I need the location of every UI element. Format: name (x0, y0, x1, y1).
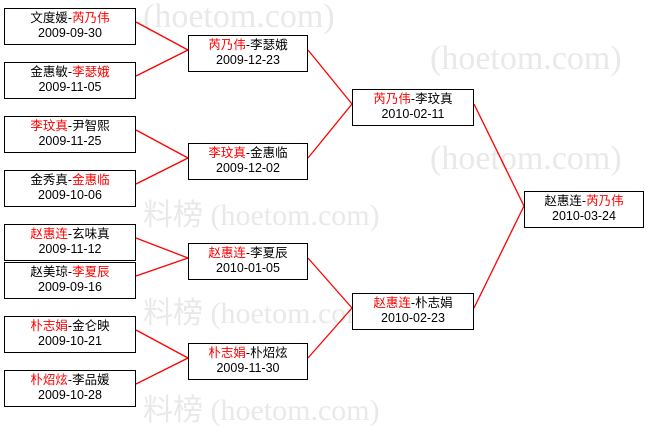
player-name: 金惠临 (250, 146, 288, 160)
player-name: 李瑟娥 (72, 65, 110, 79)
match-date: 2009-11-25 (38, 134, 102, 148)
player-name: 朴炤炫 (30, 373, 68, 387)
vs-separator: - (245, 146, 251, 160)
vs-separator: - (410, 92, 416, 106)
match-date: 2009-09-16 (38, 280, 102, 294)
player-name: 金惠敏 (30, 65, 68, 79)
vs-separator: - (67, 227, 73, 241)
match-date: 2009-09-30 (38, 26, 102, 40)
bracket-edge (135, 357, 189, 385)
bracket-edge (135, 21, 189, 51)
player-name: 李玟真 (415, 92, 453, 106)
player-name: 李玟真 (30, 119, 68, 133)
vs-separator: - (245, 346, 251, 360)
player-name: 李玟真 (208, 146, 246, 160)
match-date: 2009-12-02 (216, 161, 280, 175)
match-date: 2009-11-05 (38, 80, 102, 94)
bracket-edge (135, 257, 189, 277)
match-date: 2010-02-11 (381, 107, 445, 121)
vs-separator: - (410, 296, 416, 310)
match-date: 2009-10-06 (38, 188, 102, 202)
player-name: 朴志娟 (208, 346, 246, 360)
player-name: 朴炤炫 (250, 346, 288, 360)
bracket-edge (135, 237, 189, 259)
bracket-edge (307, 103, 353, 159)
vs-separator: - (67, 373, 73, 387)
vs-separator: - (67, 65, 73, 79)
player-name: 金仑映 (72, 319, 110, 333)
match-date: 2010-03-24 (552, 209, 616, 223)
player-name: 李品媛 (72, 373, 110, 387)
vs-separator: - (581, 194, 587, 208)
player-name: 金秀真 (30, 173, 68, 187)
player-name: 朴志娟 (415, 296, 453, 310)
match-date: 2010-01-05 (216, 261, 280, 275)
bracket-edge (135, 157, 189, 185)
bracket-edge (135, 49, 189, 77)
player-name: 朴志娟 (30, 319, 68, 333)
bracket-edge (473, 103, 525, 207)
match-date: 2010-02-23 (381, 311, 445, 325)
player-name: 赵惠连 (544, 194, 582, 208)
vs-separator: - (67, 319, 73, 333)
player-name: 李瑟娥 (250, 38, 288, 52)
player-name: 赵惠连 (208, 246, 246, 260)
vs-separator: - (67, 265, 73, 279)
vs-separator: - (67, 119, 73, 133)
player-name: 芮乃伟 (586, 194, 624, 208)
vs-separator: - (67, 11, 73, 25)
bracket-edge (135, 329, 189, 359)
player-name: 金惠临 (72, 173, 110, 187)
match-date: 2009-11-30 (216, 361, 280, 375)
player-name: 芮乃伟 (373, 92, 411, 106)
player-name: 赵惠连 (373, 296, 411, 310)
vs-separator: - (245, 38, 251, 52)
bracket-edge (307, 257, 353, 309)
bracket-edge (307, 49, 353, 105)
match-date: 2009-10-21 (38, 334, 102, 348)
player-name: 李夏辰 (250, 246, 288, 260)
player-name: 芮乃伟 (72, 11, 110, 25)
match-date: 2009-11-12 (38, 242, 102, 256)
bracket-edge (135, 129, 189, 159)
player-name: 芮乃伟 (208, 38, 246, 52)
player-name: 李夏辰 (72, 265, 110, 279)
player-name: 赵惠连 (30, 227, 68, 241)
match-date: 2009-12-23 (216, 53, 280, 67)
player-name: 玄味真 (72, 227, 110, 241)
player-name: 文度媛 (30, 11, 68, 25)
player-name: 赵美琼 (30, 265, 68, 279)
vs-separator: - (67, 173, 73, 187)
match-date: 2009-10-28 (38, 388, 102, 402)
bracket-edge (307, 307, 353, 359)
bracket-edge (473, 205, 525, 309)
vs-separator: - (245, 246, 251, 260)
player-name: 尹智熙 (72, 119, 110, 133)
